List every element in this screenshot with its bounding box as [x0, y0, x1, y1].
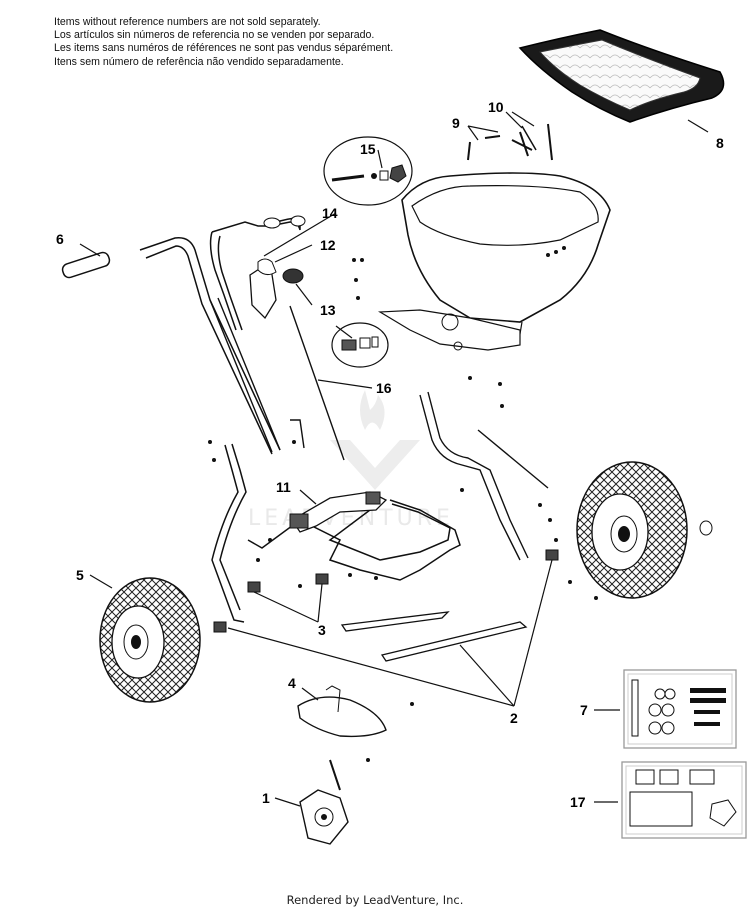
callout-7: 7	[580, 702, 588, 718]
callout-3: 3	[318, 622, 326, 638]
wheel-right	[576, 461, 713, 599]
callout-15: 15	[360, 141, 376, 157]
axles	[340, 611, 528, 662]
hardware-kit-box	[623, 669, 737, 749]
callout-1: 1	[262, 790, 270, 806]
bolt-9-group	[467, 123, 553, 161]
callout-2: 2	[510, 710, 518, 726]
hopper-bin	[401, 172, 611, 335]
callout-numbers: 1 2 3 4 5 6 7 8 9 10 11 12 13 14 15 16 1…	[56, 99, 724, 810]
hopper-cover	[518, 29, 725, 123]
disclaimer-portuguese: Itens sem número de referência não vendi…	[54, 55, 344, 68]
leader-lines	[79, 111, 709, 807]
callout-8: 8	[716, 135, 724, 151]
control-lever	[249, 258, 304, 320]
callout-9: 9	[452, 115, 460, 131]
wheel-left	[99, 577, 201, 703]
control-rods	[209, 297, 549, 561]
spinner-plate	[297, 685, 387, 738]
callout-5: 5	[76, 567, 84, 583]
callout-4: 4	[288, 675, 296, 691]
callout-13: 13	[320, 302, 336, 318]
lower-frame	[211, 443, 461, 623]
footer-credit: Rendered by LeadVenture, Inc.	[286, 893, 464, 907]
callout-14: 14	[322, 205, 338, 221]
callout-17: 17	[570, 794, 586, 810]
handle-grip	[61, 215, 306, 279]
disclaimer-spanish: Los artículos sin números de referencia …	[54, 29, 375, 42]
hopper-plate	[377, 309, 521, 351]
disclaimer-text: Items without reference numbers are not …	[54, 16, 393, 69]
callout-10: 10	[488, 99, 504, 115]
gearbox	[299, 759, 349, 845]
callout-12: 12	[320, 237, 336, 253]
bracket-11	[289, 491, 388, 533]
callout-11: 11	[276, 479, 291, 495]
detail-circle-15	[323, 136, 413, 206]
spinner-kit-box	[621, 761, 747, 839]
loose-hardware	[208, 258, 598, 762]
disclaimer-english: Items without reference numbers are not …	[54, 16, 321, 28]
handle-frame	[139, 217, 301, 455]
callout-6: 6	[56, 231, 64, 247]
callout-16: 16	[376, 380, 392, 396]
disclaimer-french: Les items sans numéros de références ne …	[54, 42, 394, 55]
